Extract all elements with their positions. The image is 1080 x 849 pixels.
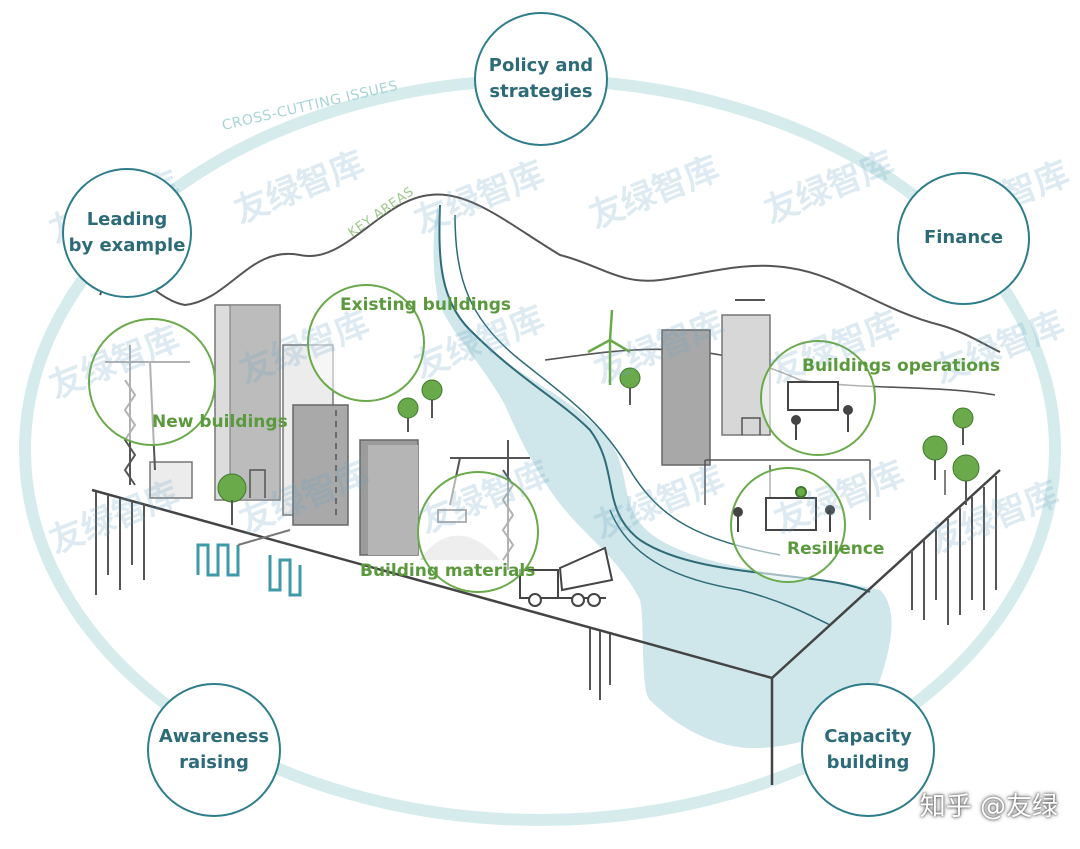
river-line-lower [609,509,831,626]
issue-circle-leading-by-example: Leading by example [62,168,192,298]
cliff-lines-right [911,476,997,625]
river-bank-right [454,214,781,556]
key-area-label-new-buildings: New buildings [152,412,288,432]
river-bank-left [438,204,871,593]
key-circle-existing-buildings [307,284,425,402]
key-area-label-building-materials: Building materials [360,561,536,581]
key-circle-building-materials [417,471,539,593]
key-area-label-buildings-operations: Buildings operations [802,356,1001,376]
ground-edge-left [91,469,1001,680]
issue-circle-finance: Finance [897,172,1030,305]
key-area-label-resilience: Resilience [787,539,885,559]
issue-circle-awareness-raising: Awareness raising [147,683,281,817]
key-area-label-existing-buildings: Existing buildings [340,295,511,315]
city-left [149,304,419,556]
issue-circle-policy: Policy and strategies [474,12,608,146]
river [433,205,892,749]
credit-watermark: 知乎 @友绿 [919,792,1058,822]
city-right [661,299,946,520]
resilience-icon [733,486,835,532]
trees [217,367,980,525]
key-area-circles [88,284,876,593]
wind-turbine [587,309,631,385]
operations-icon [787,381,853,440]
cliff-lines-left [95,492,611,700]
cement-truck [519,546,614,607]
issue-circle-capacity-building: Capacity building [801,683,935,817]
key-circle-new-buildings [88,318,216,446]
mountain-outline [99,193,1001,353]
heat-pipes [196,529,302,597]
